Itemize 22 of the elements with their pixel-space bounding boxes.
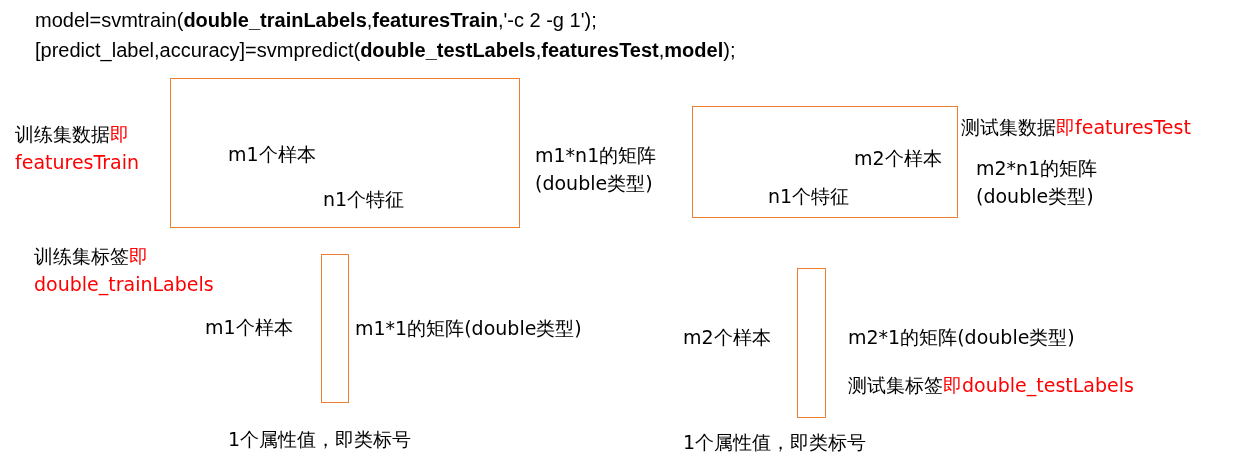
code-line: [predict_label,accuracy]=svmpredict(double_testLabels,featuresTest,model); <box>35 38 736 62</box>
matrix-dimension-text: n1个特征 <box>768 184 850 208</box>
annotation-text: m2*1的矩阵(double类型) <box>848 325 1075 350</box>
vector-box <box>797 268 826 418</box>
annotation-text: m1*n1的矩阵 (double类型) <box>535 143 658 196</box>
annotation-text: m2个样本 <box>683 325 771 350</box>
annotation-text: 测试集标签即double_testLabels <box>848 373 1134 399</box>
matrix-dimension-text: m1个样本 <box>228 142 316 166</box>
annotation-text: 测试集数据即featuresTest <box>961 115 1191 140</box>
annotation-text: m2*n1的矩阵 (double类型) <box>976 156 1099 209</box>
annotation-text: 训练集标签即double_trainLabels <box>34 244 215 298</box>
annotation-text: 1个属性值，即类标号 <box>683 430 867 455</box>
matrix-dimension-text: m2个样本 <box>854 146 942 170</box>
annotation-text: m1*1的矩阵(double类型) <box>355 316 582 341</box>
matrix-box <box>170 78 520 228</box>
annotation-text: m1个样本 <box>205 315 293 340</box>
matrix-dimension-text: n1个特征 <box>323 187 405 211</box>
code-line: model=svmtrain(double_trainLabels,featuresTrain,'-c 2 -g 1'); <box>35 8 597 32</box>
vector-box <box>321 254 349 403</box>
matrix-box <box>692 106 958 218</box>
annotation-text: 1个属性值，即类标号 <box>228 427 412 452</box>
annotation-text: 训练集数据即featuresTrain <box>15 122 141 175</box>
